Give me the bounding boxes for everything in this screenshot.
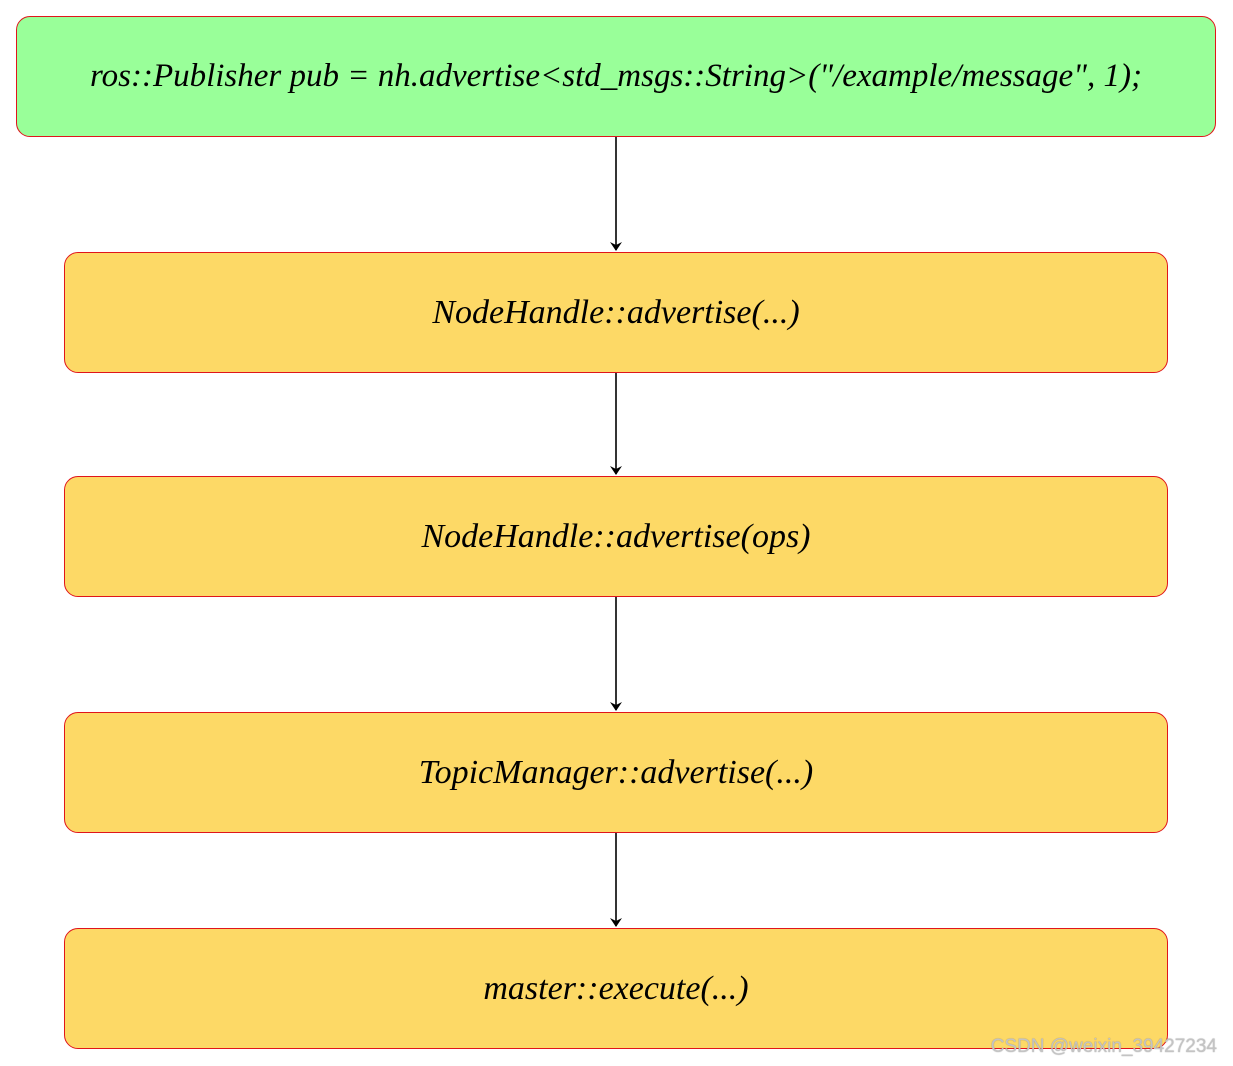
watermark-text: CSDN @weixin_39427234 [990, 1036, 1217, 1057]
node-nodehandle-advertise-ops: NodeHandle::advertise(ops) [64, 476, 1168, 597]
node-label: TopicManager::advertise(...) [418, 753, 814, 791]
node-master-execute: master::execute(...) [64, 928, 1168, 1049]
node-label: NodeHandle::advertise(...) [432, 293, 800, 331]
node-nodehandle-advertise-args: NodeHandle::advertise(...) [64, 252, 1168, 373]
node-publisher-advertise-call: ros::Publisher pub = nh.advertise<std_ms… [16, 16, 1216, 137]
node-label: NodeHandle::advertise(ops) [421, 517, 811, 555]
node-label: ros::Publisher pub = nh.advertise<std_ms… [90, 58, 1142, 94]
node-topicmanager-advertise: TopicManager::advertise(...) [64, 712, 1168, 833]
node-label: master::execute(...) [483, 969, 749, 1007]
